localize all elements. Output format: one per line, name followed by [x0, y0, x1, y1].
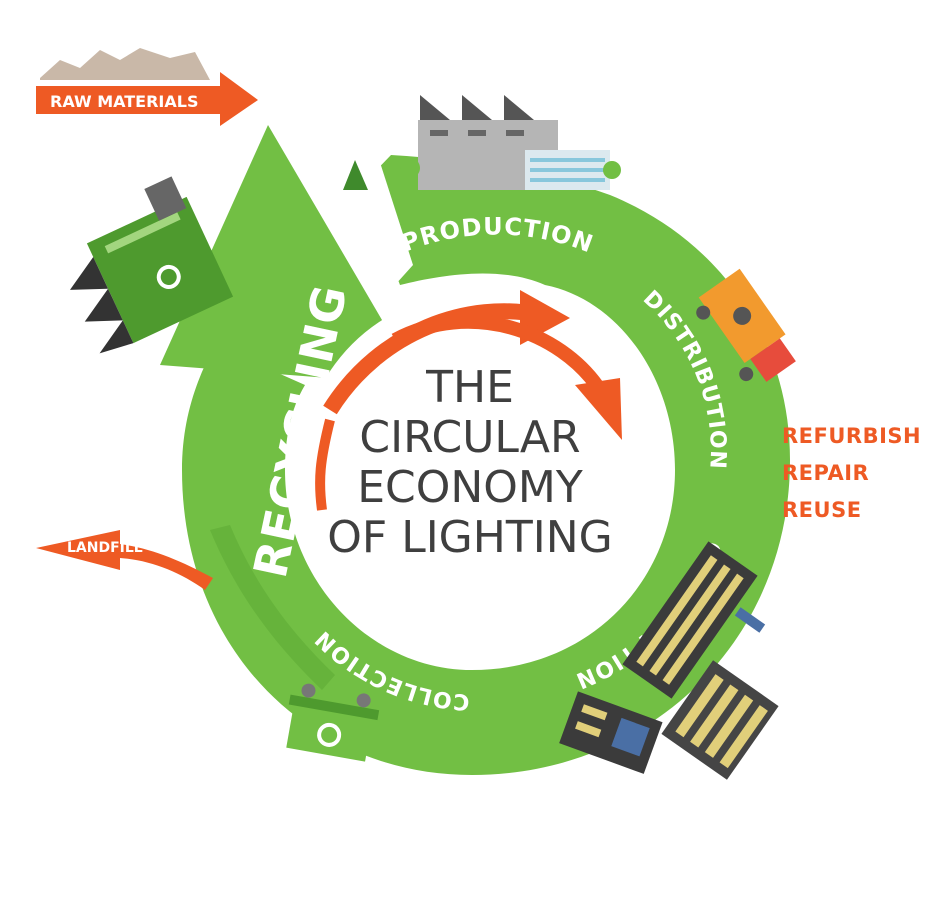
mountains-icon	[40, 48, 210, 80]
center-title: THE CIRCULAR ECONOMY OF LIGHTING	[327, 362, 612, 563]
title-line-2: CIRCULAR	[359, 412, 580, 463]
title-line-4: OF LIGHTING	[327, 512, 612, 563]
inner-orange-arrows	[315, 290, 622, 511]
cycle-ring	[182, 155, 790, 775]
landfill-arrow: LANDFILL	[36, 530, 213, 590]
landfill-label: LANDFILL	[67, 540, 143, 556]
building-icon	[559, 541, 779, 780]
truck-icon	[696, 268, 796, 382]
center-hole	[300, 292, 656, 648]
title-line-3: ECONOMY	[357, 462, 583, 513]
raw-materials-label: RAW MATERIALS	[50, 92, 198, 111]
recycle-bin-icon	[286, 683, 380, 762]
raw-materials-arrow: RAW MATERIALS	[36, 48, 258, 126]
reuse-label: REUSE	[782, 498, 862, 522]
refurbish-label: REFURBISH	[782, 424, 921, 448]
side-actions: REFURBISH REPAIR REUSE	[782, 424, 921, 522]
repair-label: REPAIR	[782, 461, 869, 485]
factory-icon	[343, 95, 621, 190]
recycling-plant-icon	[69, 176, 234, 354]
title-line-1: THE	[425, 362, 514, 413]
